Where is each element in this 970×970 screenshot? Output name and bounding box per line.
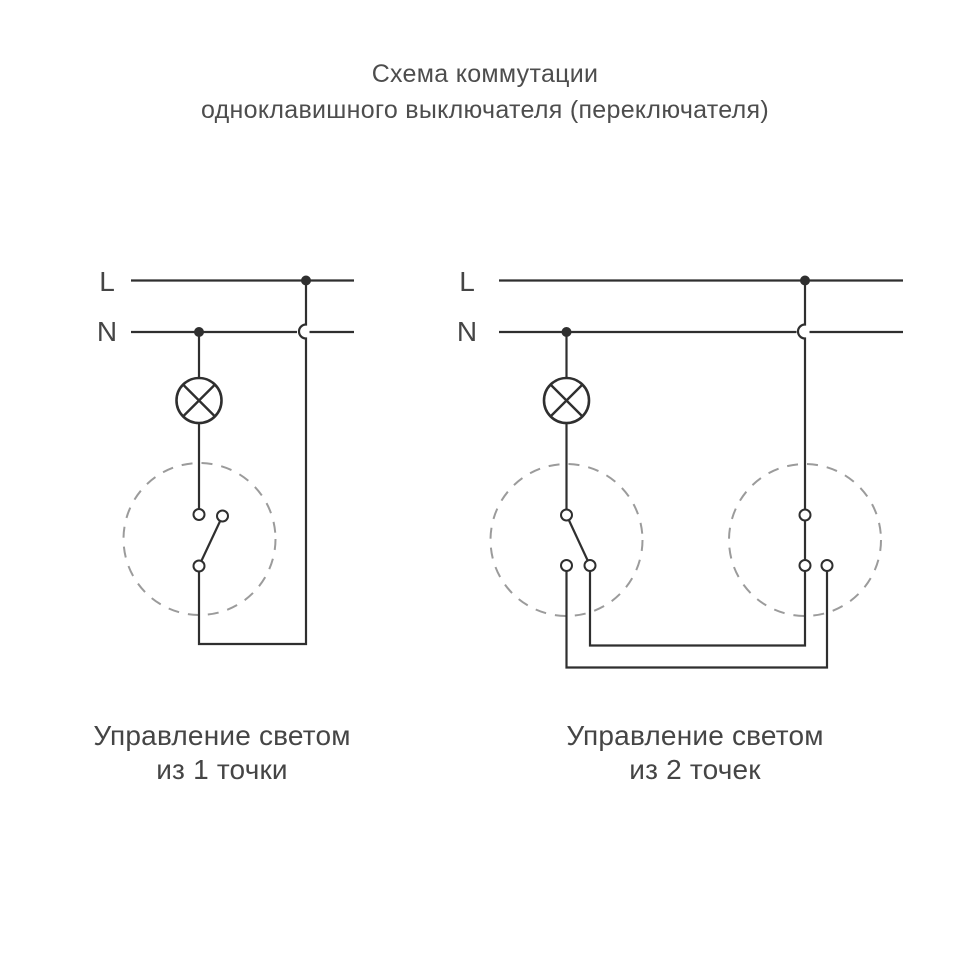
diagram-one-point [122, 275, 354, 646]
lamp-cross [182, 383, 216, 418]
page-title: Схема коммутации одноклавишного выключат… [0, 56, 970, 128]
switch-1-terminal-bottom-right [583, 559, 597, 572]
switch-1-enclosure-dashed-circle [489, 463, 644, 617]
caption-line1: Управление светом [566, 720, 824, 751]
switch-1-terminal-common [560, 508, 573, 522]
line-label-l: L [459, 266, 475, 297]
caption-line2: из 1 точки [156, 754, 288, 785]
switch-2-terminal-bottom-left [798, 559, 812, 572]
switch-1-terminal-bottom-left [560, 559, 573, 572]
diagram-caption-two-point: Управление светом из 2 точек [525, 719, 865, 787]
page-title-line2: одноклавишного выключателя (переключател… [201, 96, 769, 124]
l-junction-dot [800, 275, 810, 286]
caption-line2: из 2 точек [629, 754, 761, 785]
caption-line1: Управление светом [93, 720, 351, 751]
lamp-icon [175, 376, 223, 425]
l-junction-dot [301, 275, 311, 286]
switch-return-wire [197, 280, 308, 646]
switch-terminal-bottom [192, 559, 206, 573]
lamp-icon [542, 376, 591, 425]
switch-2-terminal-common [798, 508, 812, 522]
line-label-n: N [96, 316, 118, 347]
n-junction-dot [194, 327, 204, 337]
switch-2-enclosure-dashed-circle [728, 463, 882, 617]
n-junction-dot [561, 327, 572, 337]
diagram-caption-one-point: Управление светом из 1 точки [52, 719, 392, 787]
traveler-wire-inner [588, 280, 807, 647]
switch-lever [198, 515, 224, 567]
switch-terminal-top-left [192, 508, 206, 521]
switch-terminal-top-right [216, 509, 229, 523]
line-label-n: N [456, 316, 478, 347]
lamp-cross [549, 383, 584, 418]
traveler-wire-outer [565, 565, 829, 669]
page-title-line1: Схема коммутации [371, 60, 599, 88]
switch-1-lever [565, 514, 591, 566]
switch-2-terminal-bottom-right [820, 559, 834, 572]
switch-enclosure-dashed-circle [122, 462, 277, 616]
line-label-l: L [99, 266, 115, 297]
diagram-two-point [489, 275, 903, 669]
